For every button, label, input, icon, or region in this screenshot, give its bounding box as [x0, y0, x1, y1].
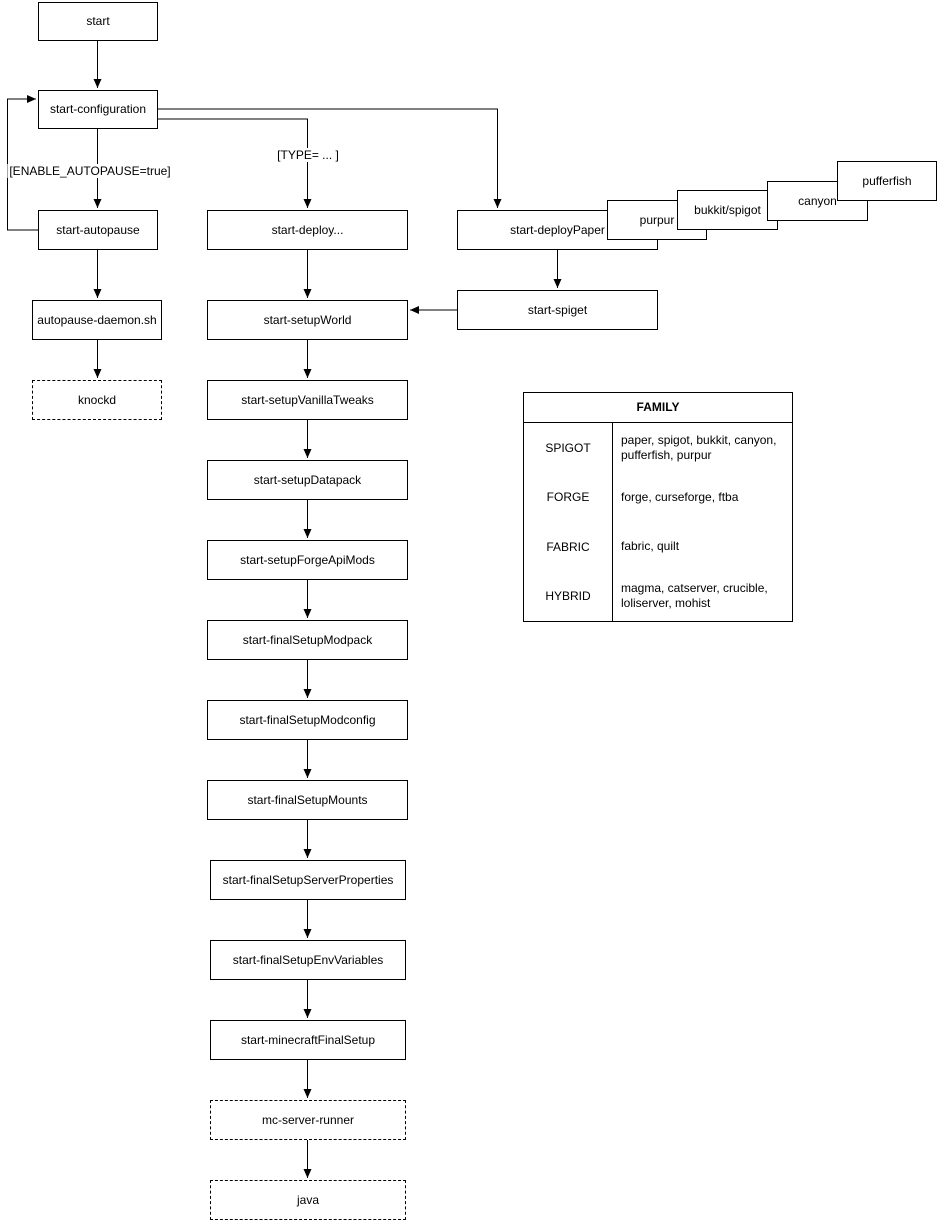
node-start-final-setup-env-variables: start-finalSetupEnvVariables: [210, 940, 406, 980]
node-start-configuration: start-configuration: [38, 90, 158, 129]
node-start-setup-vanilla-tweaks: start-setupVanillaTweaks: [207, 380, 408, 420]
node-start-autopause: start-autopause: [38, 210, 158, 250]
family-table-title: FAMILY: [524, 393, 792, 423]
table-row: HYBRID magma, catserver, crucible, lolis…: [524, 571, 792, 621]
edge-label-type: [TYPE= ... ]: [275, 148, 341, 162]
family-members: forge, curseforge, ftba: [621, 489, 739, 504]
node-start: start: [38, 2, 158, 41]
family-members: paper, spigot, bukkit, canyon, pufferfis…: [621, 432, 777, 462]
edge-label-enable-autopause: [ENABLE_AUTOPAUSE=true]: [7, 164, 173, 178]
family-name: HYBRID: [524, 571, 613, 621]
edge-configuration-to-deploypaper: [157, 108, 502, 208]
family-members: magma, catserver, crucible, loliserver, …: [621, 581, 768, 611]
node-start-final-setup-server-properties: start-finalSetupServerProperties: [210, 860, 406, 900]
node-start-setup-world: start-setupWorld: [207, 300, 408, 340]
node-java: java: [210, 1180, 406, 1220]
node-start-setup-forge-api-mods: start-setupForgeApiMods: [207, 540, 408, 580]
node-canyon: canyon: [767, 181, 868, 221]
family-name: SPIGOT: [524, 422, 613, 473]
node-bukkit-spigot: bukkit/spigot: [677, 190, 778, 230]
family-table: FAMILY SPIGOT paper, spigot, bukkit, can…: [523, 392, 793, 622]
edge-configuration-to-deploy: [157, 118, 312, 208]
table-row: SPIGOT paper, spigot, bukkit, canyon, pu…: [524, 422, 792, 473]
node-start-final-setup-modpack: start-finalSetupModpack: [207, 620, 408, 660]
node-mc-server-runner: mc-server-runner: [210, 1100, 406, 1140]
node-start-final-setup-modconfig: start-finalSetupModconfig: [207, 700, 408, 740]
node-start-setup-datapack: start-setupDatapack: [207, 460, 408, 500]
node-start-deploy: start-deploy...: [207, 210, 408, 250]
node-knockd: knockd: [32, 380, 162, 420]
table-row: FABRIC fabric, quilt: [524, 521, 792, 572]
table-row: FORGE forge, curseforge, ftba: [524, 472, 792, 522]
node-start-final-setup-mounts: start-finalSetupMounts: [207, 780, 408, 820]
family-members: fabric, quilt: [621, 539, 680, 554]
node-start-spiget: start-spiget: [457, 290, 658, 330]
node-autopause-daemon: autopause-daemon.sh: [32, 300, 162, 340]
node-pufferfish: pufferfish: [837, 161, 937, 201]
family-name: FORGE: [524, 472, 613, 522]
family-name: FABRIC: [524, 521, 613, 572]
node-start-minecraft-final-setup: start-minecraftFinalSetup: [210, 1020, 406, 1060]
